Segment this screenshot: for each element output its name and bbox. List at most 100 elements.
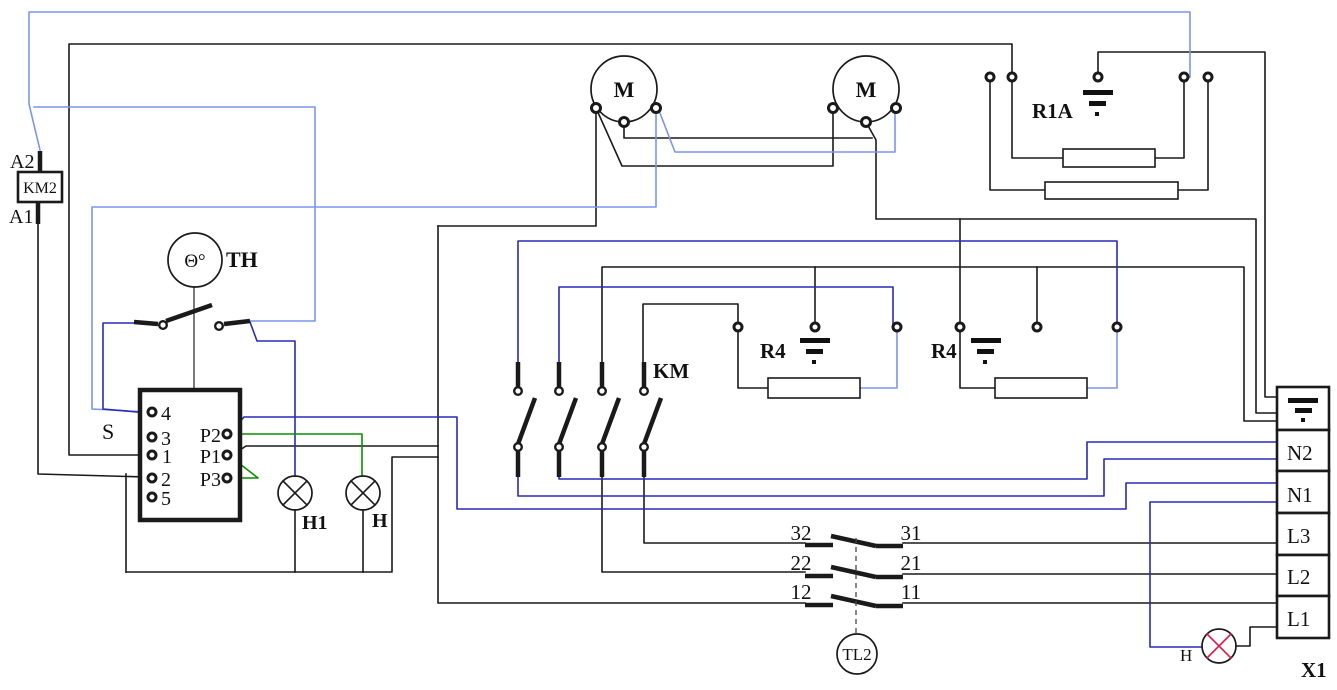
terminal-label: L1 xyxy=(1287,607,1310,631)
wire xyxy=(643,476,806,544)
resistor xyxy=(1062,148,1156,168)
relay-label: R4 xyxy=(931,339,957,363)
terminal xyxy=(650,102,662,114)
wire xyxy=(125,456,439,573)
terminal xyxy=(221,449,233,461)
relay-label: R1A xyxy=(1032,99,1074,123)
terminal-label: L2 xyxy=(1287,565,1310,589)
wire xyxy=(1086,328,1118,389)
thermostat-label: TH xyxy=(226,247,258,272)
terminal xyxy=(1178,71,1190,83)
terminal-label: P3 xyxy=(200,469,221,491)
contact-arm xyxy=(830,564,877,580)
wire xyxy=(656,106,896,153)
wire xyxy=(229,445,439,458)
terminal xyxy=(146,491,158,503)
wire xyxy=(1097,51,1278,398)
terminal xyxy=(890,102,902,114)
wire xyxy=(102,322,149,414)
timer-label: TL2 xyxy=(842,645,871,664)
terminal xyxy=(590,102,602,114)
contact-label: 12 xyxy=(791,580,812,604)
wire xyxy=(248,320,296,477)
relay-label: R4 xyxy=(760,339,786,363)
wire xyxy=(959,326,996,389)
wire xyxy=(558,441,1278,480)
terminal xyxy=(984,71,996,83)
pole-contact xyxy=(513,386,524,397)
wire xyxy=(437,107,597,227)
terminal-label: N2 xyxy=(1287,441,1313,465)
terminal xyxy=(618,116,630,128)
contact-label: 31 xyxy=(901,521,922,545)
terminal-label: N1 xyxy=(1287,483,1313,507)
terminal-label: P2 xyxy=(200,425,221,447)
km2-coil-box xyxy=(16,170,64,204)
terminal xyxy=(732,321,744,333)
pole-contact xyxy=(554,442,565,453)
switch-left-lead xyxy=(133,319,159,327)
wire xyxy=(37,223,147,478)
wire xyxy=(517,240,1118,363)
wire xyxy=(517,458,1278,497)
wire xyxy=(864,120,1278,414)
lamp-cross xyxy=(349,479,377,507)
wire xyxy=(1149,501,1278,648)
terminal xyxy=(827,102,839,114)
pole-arm xyxy=(641,397,664,445)
terminal xyxy=(146,431,158,443)
block-label: X1 xyxy=(1301,658,1327,682)
relay-r4-left: R4 xyxy=(732,321,903,399)
wire xyxy=(68,43,1013,456)
lamp-h: H xyxy=(345,475,388,532)
terminal xyxy=(146,406,158,418)
wire xyxy=(1011,76,1064,159)
terminal xyxy=(146,449,158,461)
timer-tl2: 32 31 22 21 12 11 TL2 xyxy=(791,521,922,675)
terminal-label: 3 xyxy=(161,428,171,450)
pole-arm xyxy=(599,397,622,445)
terminal xyxy=(809,321,821,333)
lamp-h1: H1 xyxy=(277,475,328,534)
terminal xyxy=(221,428,233,440)
terminal xyxy=(1031,321,1043,333)
wire xyxy=(594,106,834,167)
contact-label: 22 xyxy=(791,551,812,575)
wire xyxy=(229,416,1278,510)
switch-contact xyxy=(213,321,224,332)
terminal-label: 1 xyxy=(162,446,172,468)
wire xyxy=(232,433,363,477)
switch-contact xyxy=(157,320,168,331)
terminal xyxy=(1202,71,1214,83)
wire xyxy=(623,121,873,139)
light-blue-wires xyxy=(28,11,1191,413)
wire xyxy=(1154,76,1185,159)
pole-arm xyxy=(556,397,579,445)
lamp-label: H xyxy=(1180,646,1192,665)
terminal xyxy=(1092,71,1104,83)
timer-circle xyxy=(836,633,878,675)
contactor-km: KM xyxy=(513,359,689,477)
heater-symbol xyxy=(1083,90,1113,116)
pole-contact xyxy=(639,386,650,397)
relay-r1a: R1A xyxy=(984,71,1214,200)
terminal-label-a2: A2 xyxy=(10,151,34,173)
terminal xyxy=(1111,321,1123,333)
pole-contact xyxy=(554,386,565,397)
contact-label: 11 xyxy=(901,580,921,604)
pole-contact xyxy=(639,442,650,453)
wire xyxy=(558,286,894,363)
lamp-circle xyxy=(1201,628,1237,664)
pole-arm xyxy=(515,397,538,445)
thermostat-circle xyxy=(167,232,223,288)
terminal xyxy=(954,321,966,333)
terminal xyxy=(221,472,233,484)
wire xyxy=(1235,626,1278,647)
wire xyxy=(642,303,739,363)
lamp-cross xyxy=(1205,632,1233,660)
terminal xyxy=(146,472,158,484)
heater-symbol xyxy=(971,338,1001,364)
terminal xyxy=(860,116,872,128)
terminal-label: 2 xyxy=(161,469,171,491)
